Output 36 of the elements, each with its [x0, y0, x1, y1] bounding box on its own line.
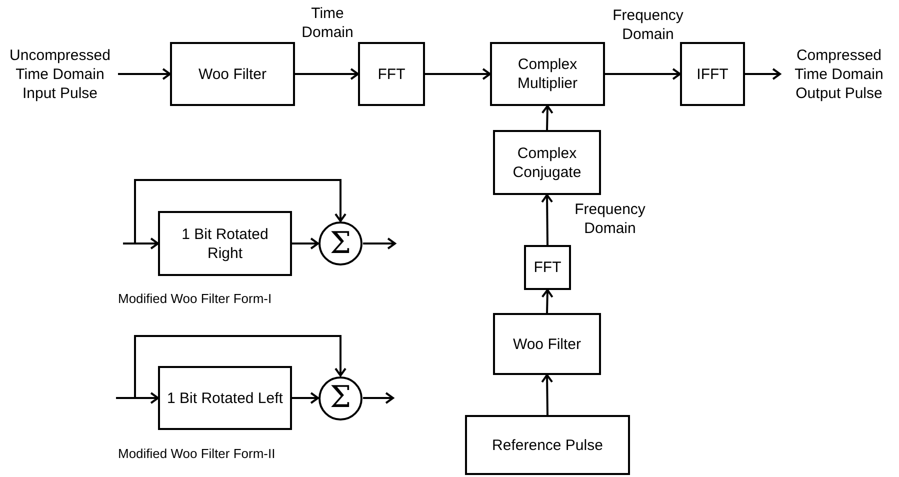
- process-box: FFT: [524, 245, 571, 290]
- caption: Modified Woo Filter Form-I: [118, 290, 272, 308]
- io-label: Uncompressed Time Domain Input Pulse: [2, 42, 118, 106]
- summing-junction: Σ: [318, 376, 363, 420]
- arrow: [541, 105, 554, 130]
- process-box: Complex Multiplier: [490, 42, 605, 106]
- arrow: [425, 68, 491, 80]
- edge-label: Frequency Domain: [574, 200, 646, 238]
- arrow: [541, 374, 554, 416]
- arrow: [605, 68, 681, 80]
- process-box: IFFT: [680, 42, 745, 106]
- arrow: [123, 238, 159, 250]
- arrow: [134, 335, 346, 398]
- summing-junction: Σ: [318, 221, 363, 266]
- arrow: [541, 194, 554, 246]
- arrow: [116, 392, 159, 404]
- arrow: [295, 68, 359, 80]
- arrow: [134, 179, 346, 244]
- arrow: [745, 68, 781, 80]
- arrow: [292, 392, 319, 404]
- process-box: FFT: [358, 42, 425, 106]
- process-box: Woo Filter: [493, 313, 601, 375]
- arrow: [118, 68, 171, 80]
- arrow: [292, 238, 319, 250]
- process-box: 1 Bit Rotated Right: [158, 211, 292, 276]
- io-label: Compressed Time Domain Output Pulse: [780, 42, 898, 106]
- process-box: Woo Filter: [170, 42, 295, 106]
- caption: Modified Woo Filter Form-II: [118, 445, 276, 463]
- arrow: [363, 238, 396, 250]
- edge-label: Frequency Domain: [612, 6, 684, 44]
- process-box: Complex Conjugate: [493, 130, 601, 195]
- arrow: [363, 392, 394, 404]
- arrow: [541, 289, 554, 314]
- edge-label: Time Domain: [300, 4, 354, 42]
- process-box: Reference Pulse: [465, 415, 630, 475]
- process-box: 1 Bit Rotated Left: [158, 366, 292, 430]
